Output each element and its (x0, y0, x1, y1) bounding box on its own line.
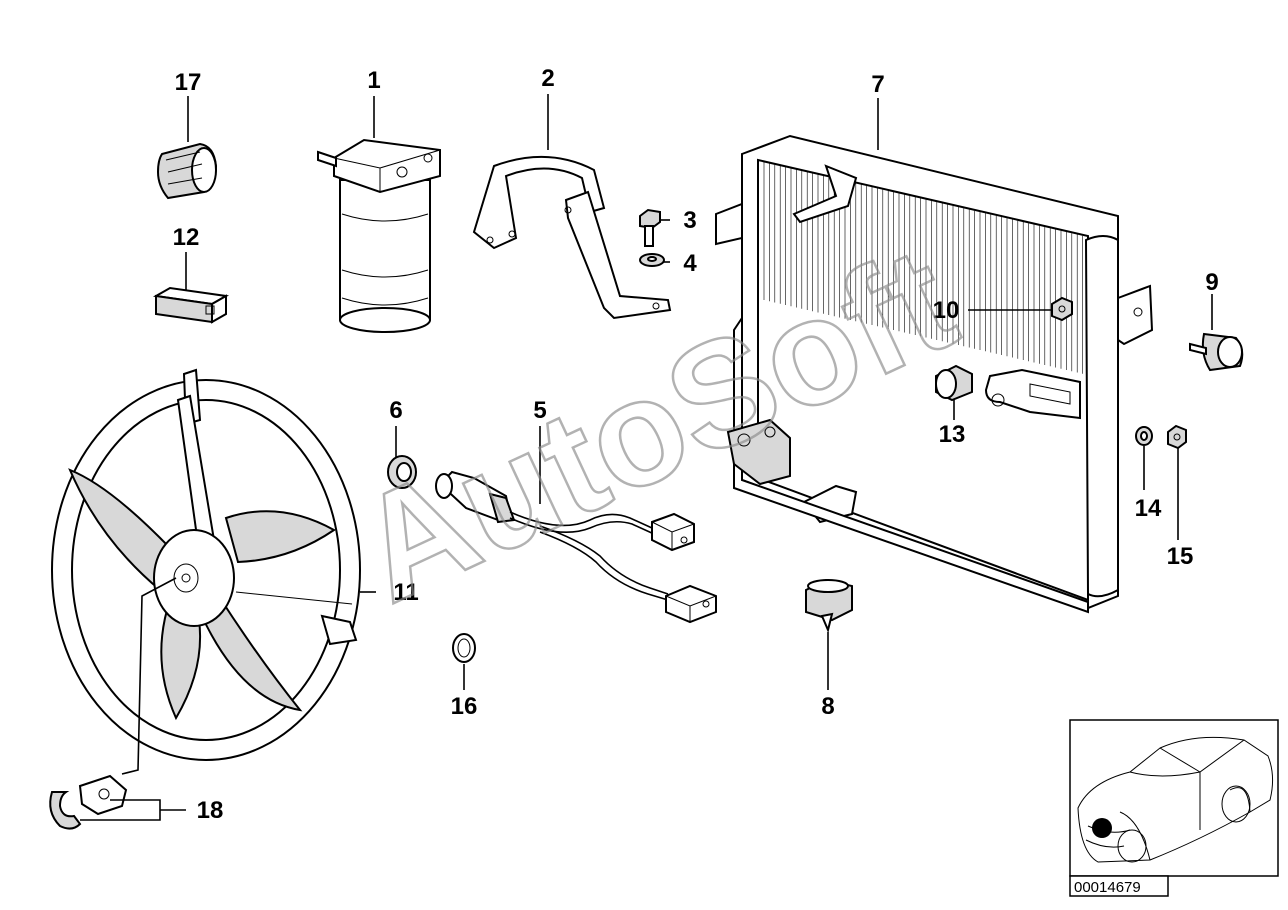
part-18-clips (49, 774, 128, 830)
callout-labels: 17 12 1 2 3 4 7 9 10 13 14 15 6 5 11 16 … (173, 65, 1219, 824)
part-3-bolt (639, 208, 661, 247)
part-4-washer (639, 253, 665, 267)
part-2-bracket (472, 155, 672, 320)
callout-1: 1 (367, 67, 380, 94)
callout-2: 2 (541, 65, 554, 92)
callout-3: 3 (683, 207, 696, 234)
part-10-nut (1051, 296, 1073, 322)
document-number: 00014679 (1074, 879, 1141, 896)
callout-17: 17 (175, 69, 202, 96)
part-17-cap (156, 142, 218, 200)
document-number-box: 00014679 (1069, 875, 1169, 897)
location-inset (1069, 719, 1279, 877)
part-11-fan-assembly (51, 368, 361, 761)
part-16-o-ring (452, 633, 476, 663)
location-marker (1092, 818, 1112, 838)
part-8-rubber-buffer (805, 578, 853, 634)
part-9-mount (1189, 332, 1244, 372)
callout-8: 8 (821, 693, 834, 720)
callout-5: 5 (533, 397, 546, 424)
condenser-side-bracket (984, 368, 1081, 420)
part-14-washer (1135, 426, 1153, 446)
callout-6: 6 (389, 397, 402, 424)
callout-14: 14 (1135, 495, 1162, 522)
part-6-seal-ring (387, 455, 417, 489)
part-12-connector-block (152, 286, 230, 324)
callout-18: 18 (197, 797, 224, 824)
callout-13: 13 (939, 421, 966, 448)
callout-10: 10 (933, 297, 960, 324)
callout-15: 15 (1167, 543, 1194, 570)
callout-12: 12 (173, 224, 200, 251)
leader-lines (80, 94, 1213, 821)
part-5-pressure-switch (435, 470, 717, 624)
callout-11: 11 (393, 579, 418, 606)
callout-16: 16 (451, 693, 478, 720)
callout-9: 9 (1205, 269, 1218, 296)
callout-4: 4 (683, 250, 697, 277)
part-13-rubber-mount (935, 364, 973, 402)
part-1-receiver-drier (317, 138, 441, 333)
callout-7: 7 (871, 71, 884, 98)
part-7-condenser (715, 134, 1154, 614)
part-15-nut (1167, 424, 1187, 450)
